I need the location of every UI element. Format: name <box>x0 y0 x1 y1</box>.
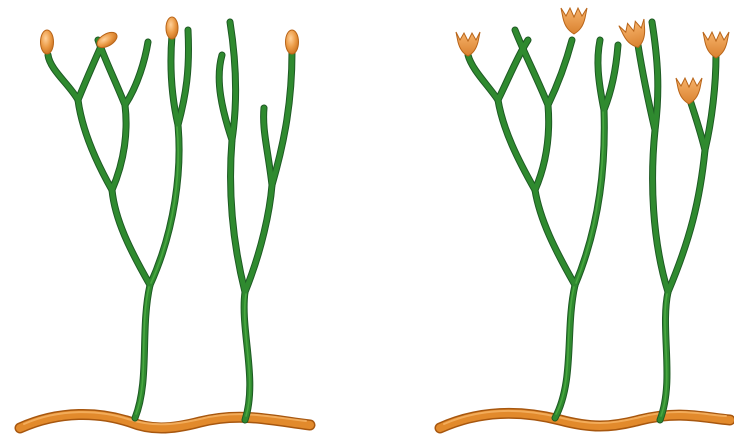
left-rhizome <box>20 412 310 428</box>
right-sporangium-4 <box>703 32 729 58</box>
left-sporangium-1 <box>41 30 54 54</box>
right-plant-panel <box>440 8 730 428</box>
left-plant-panel <box>20 17 310 428</box>
left-sporangium-3 <box>166 17 178 39</box>
right-plant-a-stem <box>468 30 618 418</box>
left-sporangium-4 <box>286 30 299 54</box>
right-sporangium-2 <box>561 8 587 34</box>
right-sporangium-1 <box>456 32 480 56</box>
left-plant-b-stem <box>219 22 292 420</box>
left-plant-a-stem <box>48 30 189 418</box>
right-sporangium-5 <box>676 78 702 104</box>
right-sporangium-3 <box>619 19 651 51</box>
right-rhizome <box>440 411 730 428</box>
